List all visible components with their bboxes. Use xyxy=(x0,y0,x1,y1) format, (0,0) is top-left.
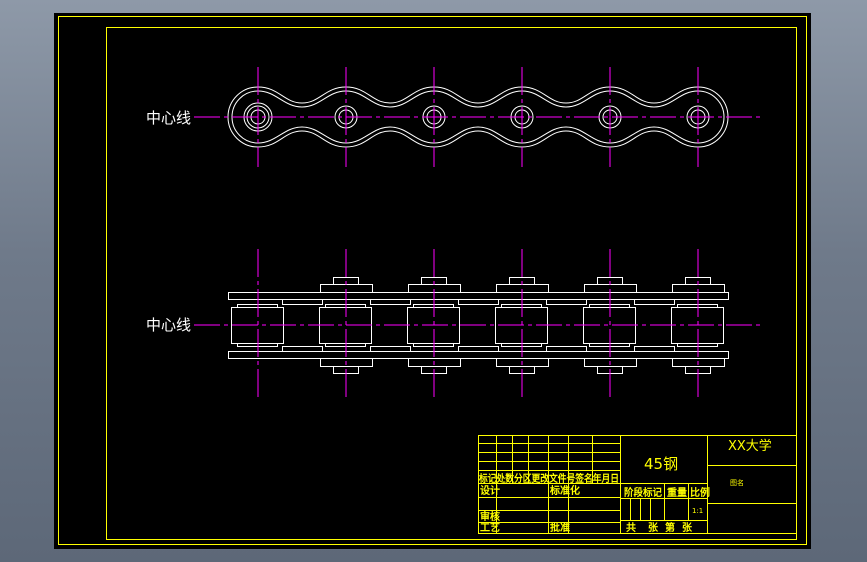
review-label: 审核 xyxy=(480,510,500,523)
scale-label: 比例 xyxy=(690,486,710,499)
inner-border xyxy=(106,27,797,540)
chain-section-view[interactable] xyxy=(194,249,764,401)
centerlines-top xyxy=(194,67,764,167)
centerline-label-top: 中心线 xyxy=(146,109,191,127)
design-label: 设计 xyxy=(480,484,500,497)
link-plate-bottom xyxy=(634,346,675,352)
revision-header-row: 标记处数分区更改文件号签名年月日 xyxy=(478,472,619,485)
process-label: 工艺 xyxy=(480,521,500,534)
centerline-label-bottom: 中心线 xyxy=(146,316,191,334)
weight-label: 重量 xyxy=(667,486,687,499)
stage-mark-label: 阶段标记 xyxy=(624,486,662,499)
sheet-unit-label: 张 xyxy=(682,521,693,534)
link-plate-top xyxy=(634,299,675,305)
centerlines-bottom xyxy=(194,249,764,401)
chain-top-view[interactable] xyxy=(194,67,764,167)
link-plate-bottom xyxy=(546,346,587,352)
scale-value: 1:1 xyxy=(692,507,703,515)
approve-label: 批准 xyxy=(550,521,570,534)
drawing-name-label: 图名 xyxy=(730,478,744,487)
link-plate-top xyxy=(370,299,411,305)
link-plate-top xyxy=(458,299,499,305)
link-plate-bottom xyxy=(370,346,411,352)
sheet-no-label: 第 xyxy=(665,521,675,534)
link-plate-bottom xyxy=(282,346,323,352)
link-plate-top xyxy=(546,299,587,305)
outer-plate-top xyxy=(228,292,729,300)
outer-border xyxy=(58,16,807,545)
drawing-canvas[interactable]: 中心线 中心线 标记处数分区更改文件号签名年月日 设 xyxy=(54,13,811,549)
sheets-total-label: 共 xyxy=(626,521,636,534)
school-name: XX大学 xyxy=(728,438,772,454)
link-plate-bottom xyxy=(458,346,499,352)
title-block-text: 标记处数分区更改文件号签名年月日 设计 标准化 审核 工艺 批准 阶段标记 重量… xyxy=(478,472,710,534)
outer-plate-bottom xyxy=(228,351,729,359)
sheets-unit-label: 张 xyxy=(648,521,659,534)
cad-drawing: 中心线 中心线 标记处数分区更改文件号签名年月日 设 xyxy=(58,16,807,545)
title-block[interactable] xyxy=(478,435,797,534)
material-text: 45钢 xyxy=(644,455,678,473)
link-plate-top xyxy=(282,299,323,305)
standard-label: 标准化 xyxy=(549,484,580,497)
